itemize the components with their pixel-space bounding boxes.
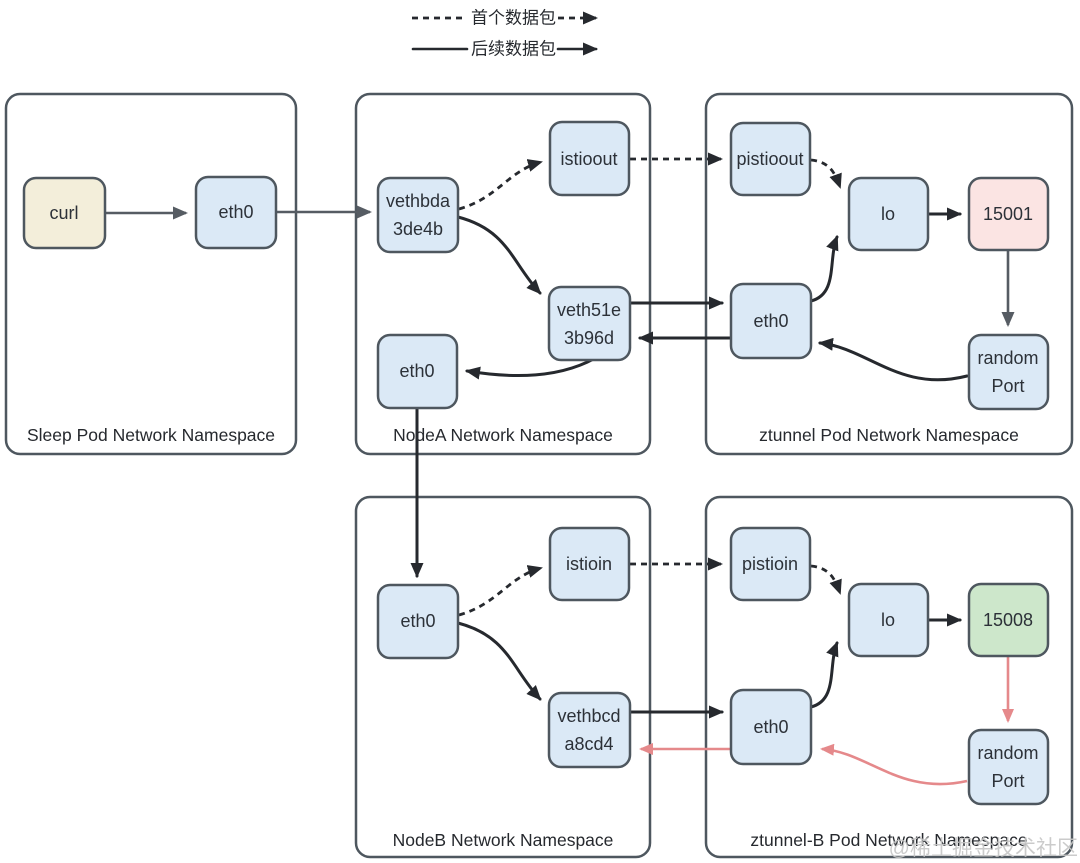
node-a-label: NodeA Network Namespace (393, 425, 613, 445)
arrow-vethbda-to-istioout-dashed (458, 159, 543, 211)
veth51e-label-line1: veth51e (557, 300, 621, 320)
veth51e-label-line2: 3b96d (564, 328, 614, 348)
port-15008-box (967, 582, 1050, 658)
nodea-eth0-box (376, 333, 459, 410)
watermark: @稀土掘金技术社区 (889, 837, 1078, 860)
random-port-bottom-line1: random (977, 743, 1038, 763)
arrow-vethbda-to-veth51e (456, 215, 542, 295)
node-nodea-eth0: eth0 (376, 333, 459, 410)
vethbda-label-line2: 3de4b (393, 219, 443, 239)
ztunnel-pod-label: ztunnel Pod Network Namespace (759, 425, 1019, 445)
node-random-port-top: random Port (967, 333, 1050, 411)
node-15001: 15001 (967, 176, 1050, 252)
random-port-top-box (967, 333, 1050, 411)
istioin-box (548, 526, 631, 602)
pistioin-box (729, 526, 812, 602)
arrow-random-port-to-ztunnel-b-eth0-red (820, 743, 968, 786)
node-random-port-bottom: random Port (967, 728, 1050, 806)
node-veth51e: veth51e 3b96d (547, 285, 632, 362)
port-15001-label: 15001 (983, 204, 1033, 224)
node-15008: 15008 (967, 582, 1050, 658)
node-vethbcd: vethbcd a8cd4 (547, 691, 632, 769)
sleep-eth0-label: eth0 (218, 202, 253, 222)
port-15001-box (967, 176, 1050, 252)
ztunnel-eth0-label: eth0 (753, 311, 788, 331)
vethbcd-label-line1: vethbcd (557, 706, 620, 726)
arrow-ztunnel-b-eth0-to-lo (809, 641, 839, 709)
lo-top-label: lo (881, 204, 895, 224)
nodeb-eth0-label: eth0 (400, 611, 435, 631)
curl-box (22, 176, 107, 250)
arrow-pistioin-to-lo-dashed (810, 564, 842, 595)
vethbda-box (376, 176, 460, 254)
arrow-veth51e-to-nodea-eth0 (465, 352, 604, 380)
node-istioout: istioout (548, 120, 631, 197)
pistioout-label: pistioout (736, 149, 803, 169)
legend-subsequent-packet-label: 后续数据包 (471, 40, 556, 59)
node-nodeb-eth0: eth0 (376, 583, 460, 660)
sleep-pod-label: Sleep Pod Network Namespace (27, 425, 275, 445)
istioin-label: istioin (566, 554, 612, 574)
node-istioin: istioin (548, 526, 631, 602)
lo-bottom-box (847, 582, 930, 658)
random-port-top-line2: Port (991, 376, 1024, 396)
curl-label: curl (49, 203, 78, 223)
nodeb-eth0-box (376, 583, 460, 660)
node-vethbda: vethbda 3de4b (376, 176, 460, 254)
arrow-nodeb-eth0-to-vethbcd (456, 621, 542, 701)
ztunnel-b-eth0-box (729, 688, 813, 766)
node-curl: curl (22, 176, 107, 250)
sleep-eth0-box (194, 175, 278, 250)
ztunnel-b-pod-label: ztunnel-B Pod Network Namespace (750, 830, 1027, 850)
random-port-bottom-line2: Port (991, 771, 1024, 791)
node-lo-bottom: lo (847, 582, 930, 658)
random-port-bottom-box (967, 728, 1050, 806)
legend-first-packet-label: 首个数据包 (471, 9, 556, 28)
node-ztunnel-b-eth0: eth0 (729, 688, 813, 766)
veth51e-box (547, 285, 632, 362)
arrow-pistioout-to-lo-dashed (810, 158, 842, 189)
arrow-random-port-to-ztunnel-eth0 (818, 337, 969, 382)
port-15008-label: 15008 (983, 610, 1033, 630)
lo-bottom-label: lo (881, 610, 895, 630)
arrow-ztunnel-eth0-to-lo (809, 235, 839, 303)
vethbcd-box (547, 691, 632, 769)
node-lo-top: lo (847, 176, 930, 252)
arrow-nodeb-eth0-to-istioin-dashed (458, 565, 543, 617)
vethbda-label-line1: vethbda (386, 191, 451, 211)
node-b-label: NodeB Network Namespace (393, 830, 614, 850)
node-ztunnel-eth0: eth0 (729, 282, 813, 360)
node-pistioin: pistioin (729, 526, 812, 602)
istioout-label: istioout (560, 149, 617, 169)
legend: 首个数据包 后续数据包 (411, 9, 598, 59)
sleep-pod-container (4, 92, 298, 456)
ztunnel-b-eth0-label: eth0 (753, 717, 788, 737)
pistioout-box (729, 121, 812, 197)
lo-top-box (847, 176, 930, 252)
pistioin-label: pistioin (742, 554, 798, 574)
random-port-top-line1: random (977, 348, 1038, 368)
node-sleep-eth0: eth0 (194, 175, 278, 250)
ztunnel-eth0-box (729, 282, 813, 360)
vethbcd-label-line2: a8cd4 (564, 734, 613, 754)
nodea-eth0-label: eth0 (399, 361, 434, 381)
node-pistioout: pistioout (729, 121, 812, 197)
istioout-box (548, 120, 631, 197)
